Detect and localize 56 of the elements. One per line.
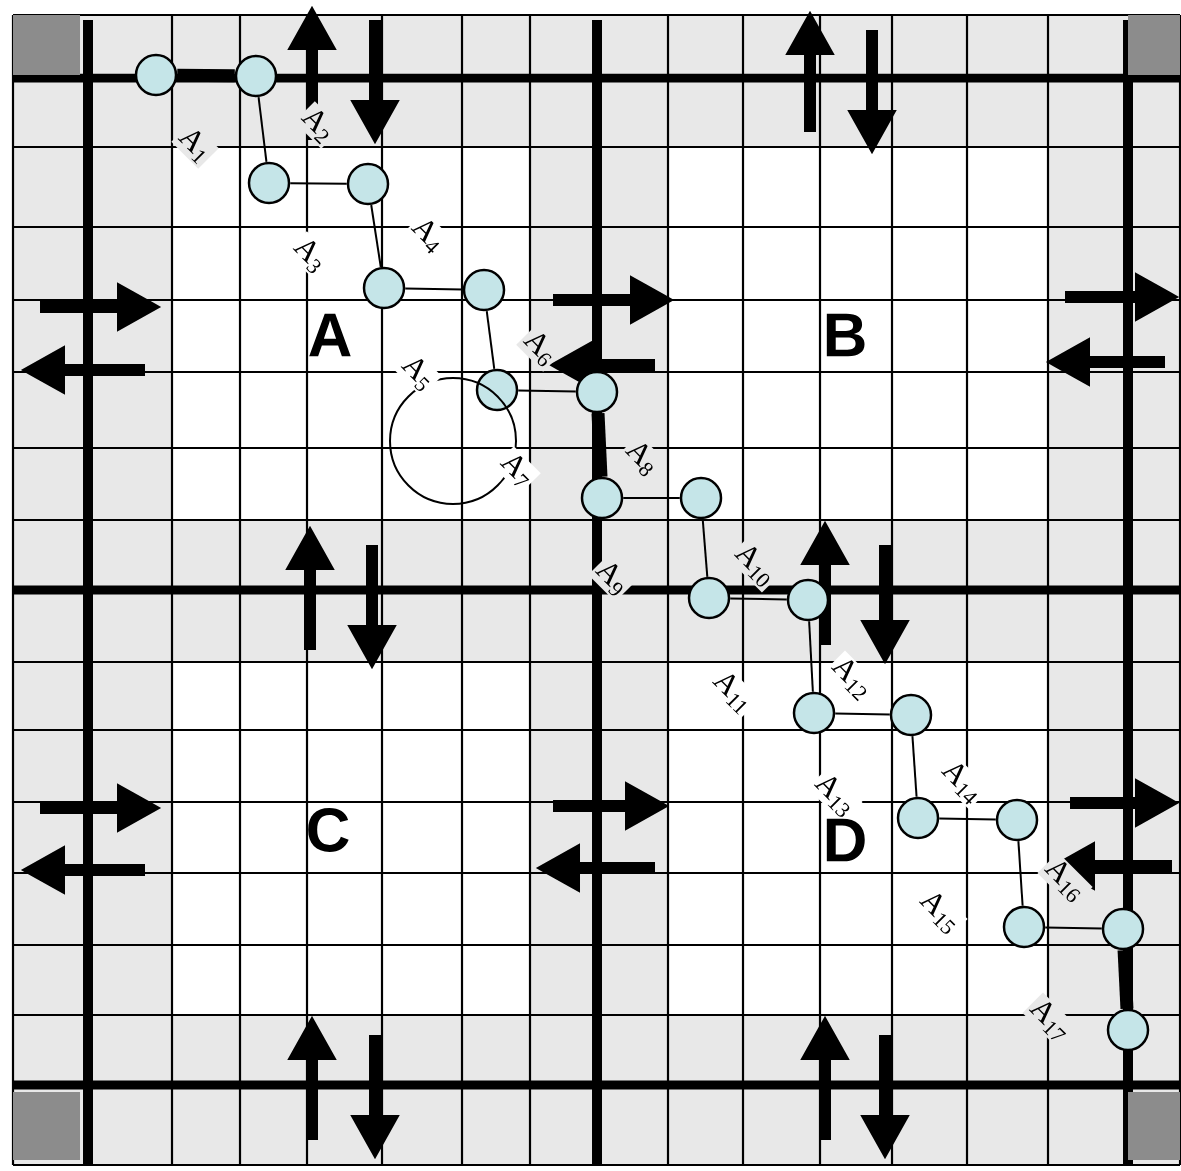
junction-circle — [346, 162, 390, 206]
segment-label: A$_{2}$ — [294, 101, 342, 149]
connector-line — [1117, 949, 1134, 1010]
segment-label: A$_{1}$ — [171, 121, 219, 169]
connector-line — [1017, 840, 1024, 907]
segment-label: A$_{3}$ — [286, 231, 334, 279]
junction-circle — [475, 368, 519, 412]
connector-line — [517, 389, 577, 393]
connector-line — [1044, 926, 1103, 930]
connector-line — [404, 287, 464, 291]
junction-circle — [786, 578, 830, 622]
junction-circle — [995, 798, 1039, 842]
connector-line — [834, 712, 891, 716]
junction-circle — [462, 268, 506, 312]
junction-circle — [1101, 907, 1145, 951]
junction-circle — [134, 53, 178, 97]
segment-label: A$_{11}$ — [705, 664, 761, 720]
junction-circle — [247, 161, 291, 205]
junction-circle — [362, 266, 406, 310]
segment-label: A$_{4}$ — [404, 211, 452, 259]
junction-circle — [896, 796, 940, 840]
junction-circle — [889, 693, 933, 737]
junction-circle — [580, 476, 624, 520]
segment-label: A$_{15}$ — [912, 884, 968, 940]
connector-line — [701, 518, 709, 578]
junction-circle — [687, 576, 731, 620]
connector-line — [370, 204, 382, 268]
connector-line — [485, 310, 496, 370]
connector-line — [729, 597, 788, 601]
connector-line — [177, 68, 235, 83]
junction-circle — [234, 54, 278, 98]
segment-label: A$_{14}$ — [934, 754, 990, 810]
quadrant-letter: B — [826, 313, 865, 357]
connector-line — [257, 96, 268, 163]
connector-line — [289, 182, 348, 185]
connector-line — [911, 735, 918, 798]
junction-circle — [679, 476, 723, 520]
segment-label: A$_{10}$ — [727, 537, 783, 593]
connector-line — [938, 817, 997, 821]
quadrant-letter: C — [308, 808, 349, 852]
junction-circle — [575, 370, 619, 414]
segment-label: A$_{5}$ — [394, 349, 442, 397]
segment-label: A$_{16}$ — [1037, 852, 1093, 908]
segment-label: A$_{7}$ — [493, 446, 541, 494]
junction-circle — [792, 691, 836, 735]
junction-circle — [1106, 1008, 1150, 1052]
segment-label: A$_{9}$ — [588, 554, 636, 602]
connector-line — [808, 620, 814, 693]
segment-label: A$_{8}$ — [618, 434, 666, 482]
segment-label: A$_{17}$ — [1022, 992, 1078, 1048]
junction-circle — [1002, 905, 1046, 949]
segment-label: A$_{12}$ — [824, 650, 880, 706]
connector-line — [622, 497, 681, 499]
connector-line — [591, 412, 608, 478]
segment-label: A$_{6}$ — [516, 324, 564, 372]
quadrant-letter: A — [309, 313, 351, 357]
